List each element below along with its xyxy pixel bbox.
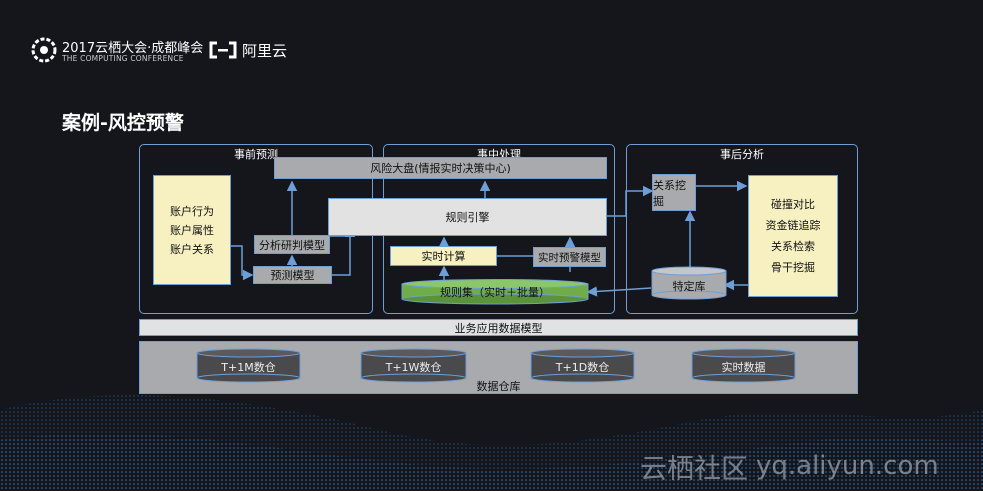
conference-logo: [30, 36, 58, 64]
account-relation-label: 账户关系: [170, 242, 214, 256]
conference-subtitle: THE COMPUTING CONFERENCE: [62, 54, 184, 63]
predict-model-box: 预测模型: [253, 266, 332, 284]
fund-chain-trace-label: 资金链追踪: [765, 219, 821, 232]
account-info-box: 账户行为 账户属性 账户关系: [153, 175, 231, 285]
analysis-model-box: 分析研判模型: [254, 235, 330, 254]
brand-name: 阿里云: [242, 41, 288, 60]
rule-engine-box: 规则引擎: [328, 198, 607, 236]
specific-db-label: 特定库: [672, 280, 706, 293]
rule-set-cylinder: [401, 279, 589, 305]
collision-compare-label: 碰撞对比: [771, 198, 815, 211]
warehouse-realtime: 实时数据: [721, 361, 766, 374]
watermark: 云栖社区 yq.aliyun.com: [640, 446, 980, 486]
slide-title: 案例-风控预警: [62, 112, 184, 134]
risk-board-box: 风险大盘(情报实时决策中心): [274, 157, 607, 179]
conference-logo-icon: [31, 37, 57, 63]
warehouse-t1m: T+1M数仓: [221, 361, 276, 374]
panel-post-title: 事后分析: [720, 148, 764, 161]
panel-pre-title: 事前预测: [234, 148, 278, 161]
realtime-calc-box: 实时计算: [390, 246, 497, 266]
watermark-en: yq.aliyun.com: [756, 451, 939, 481]
warehouse-t1w: T+1W数仓: [385, 361, 442, 374]
account-attribute-label: 账户属性: [170, 223, 214, 237]
alibaba-cloud-logo-icon: [209, 41, 237, 59]
relation-search-label: 关系检索: [771, 240, 815, 253]
specific-db-cylinder: [651, 266, 727, 300]
conference-title: 2017云栖大会·成都峰会: [62, 41, 204, 56]
rule-set-label: 规则集（实时＋批量）: [440, 286, 550, 299]
business-data-model-bar: 业务应用数据模型: [139, 319, 858, 336]
background-wave-decoration: [0, 395, 983, 491]
data-warehouse-label: 数据仓库: [476, 380, 521, 393]
backbone-mining-label: 骨干挖掘: [771, 261, 815, 274]
panel-post: [626, 144, 858, 314]
analysis-methods-box: 碰撞对比 资金链追踪 关系检索 骨干挖掘: [748, 175, 838, 297]
relation-mining-box: 关系挖掘: [652, 174, 696, 211]
watermark-cn: 云栖社区: [640, 453, 748, 485]
realtime-alert-model-box: 实时预警模型: [533, 247, 606, 267]
alibaba-cloud-logo: 阿里云: [208, 38, 292, 62]
warehouse-t1d: T+1D数仓: [555, 361, 610, 374]
account-behavior-label: 账户行为: [170, 204, 214, 218]
